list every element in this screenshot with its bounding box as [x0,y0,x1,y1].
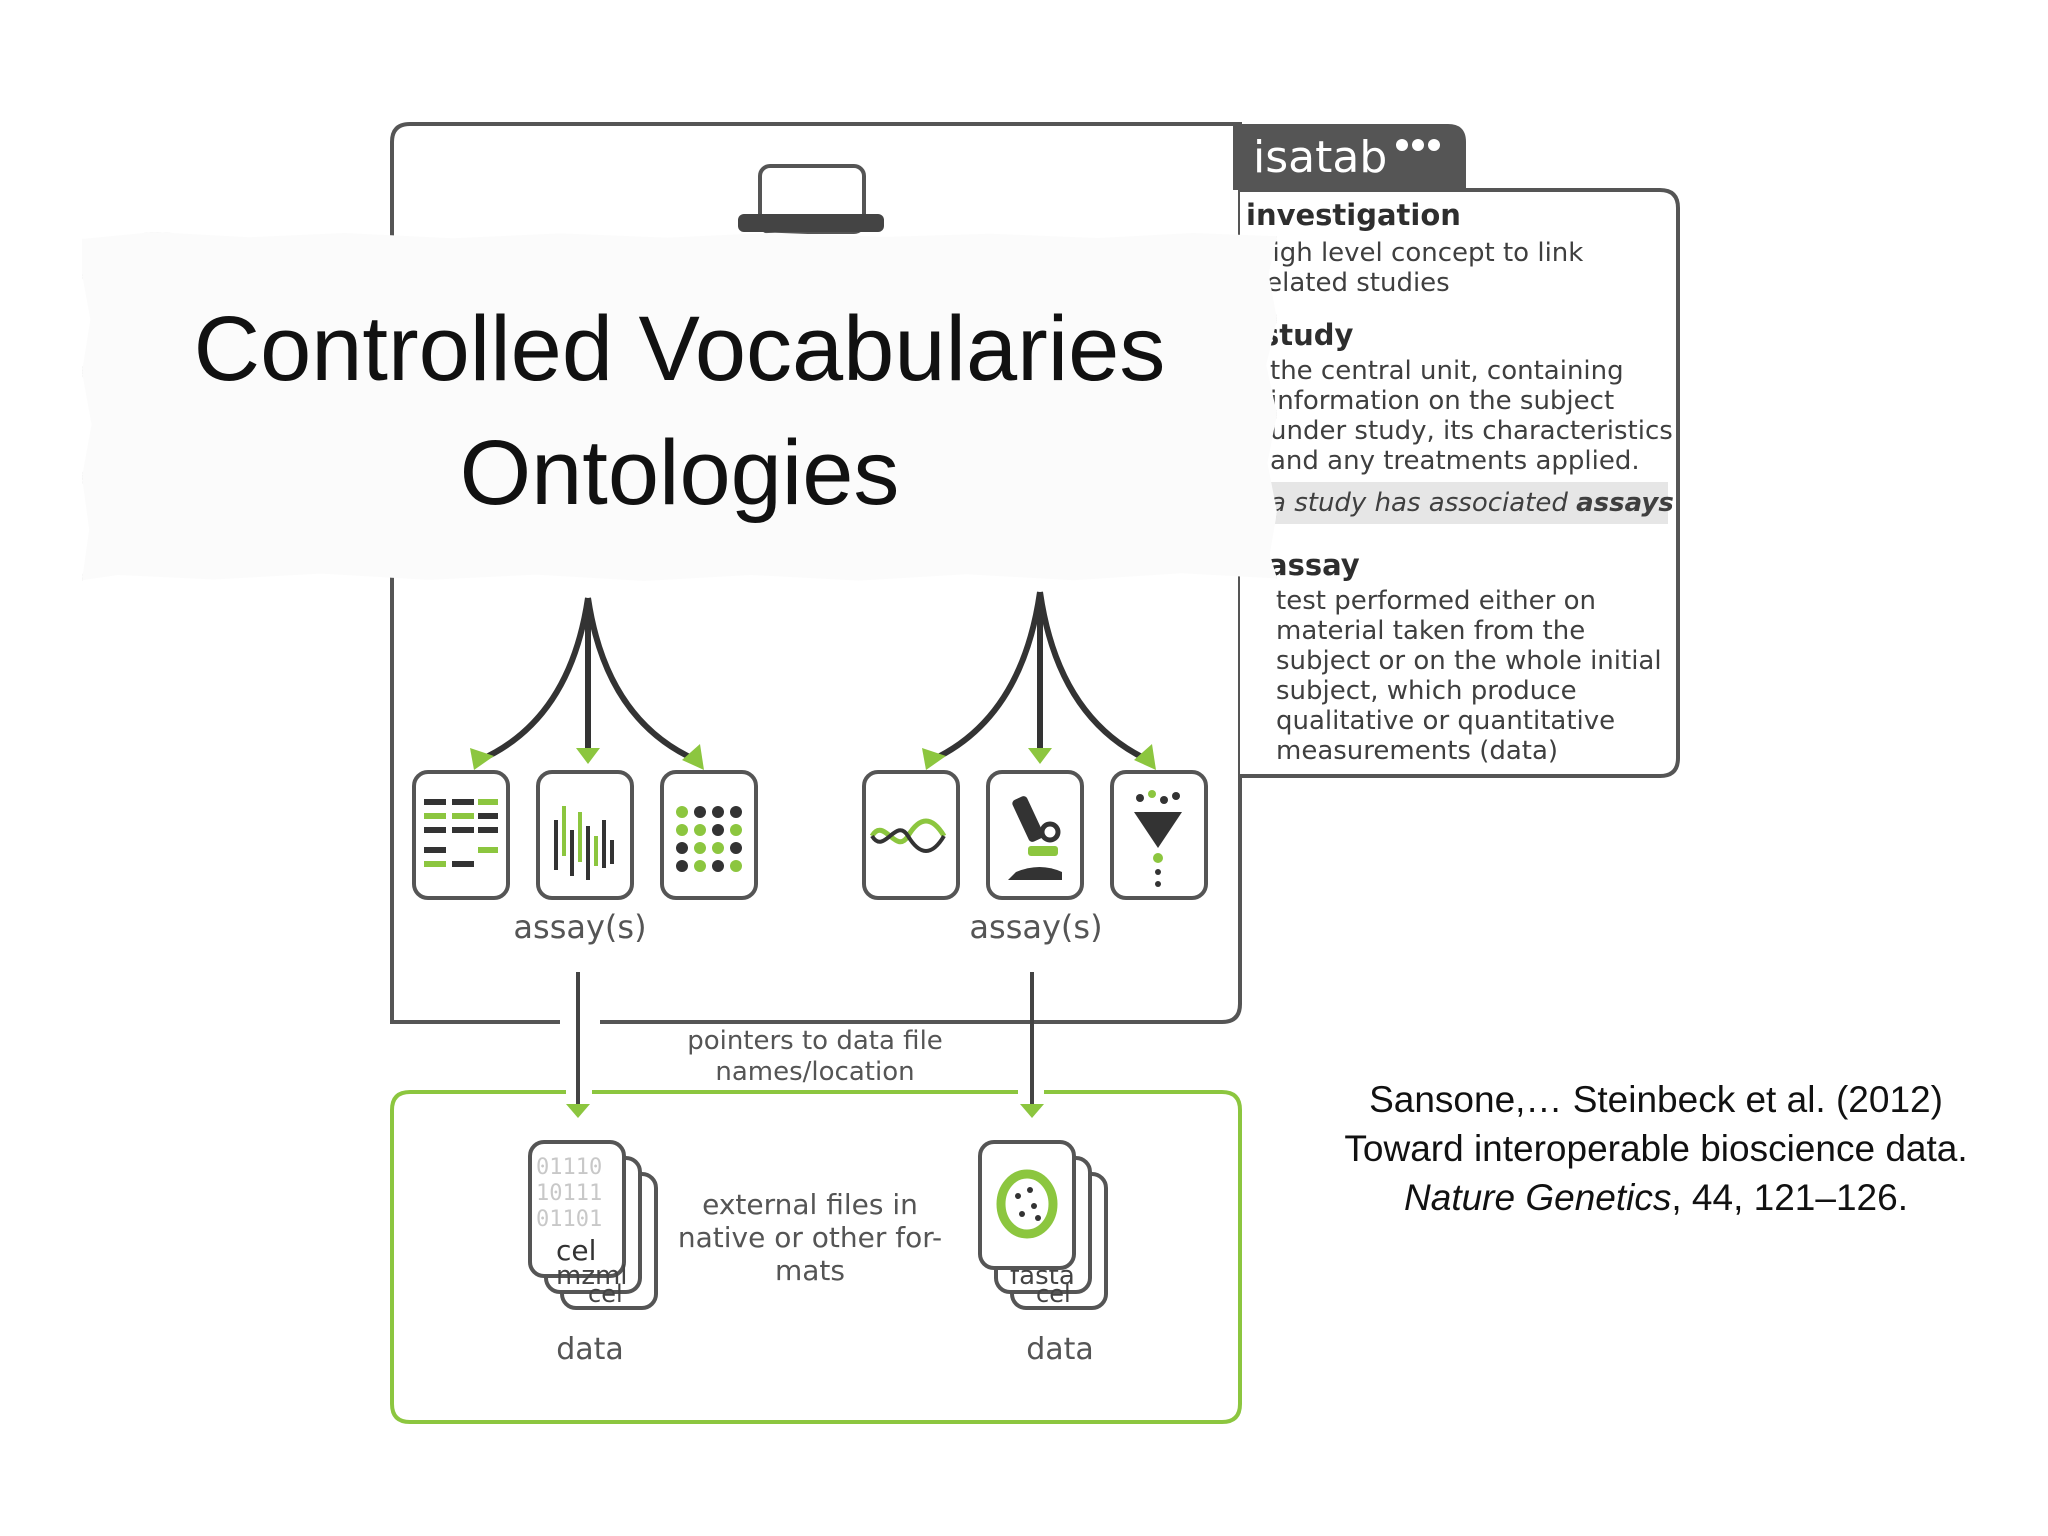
assay-line-5: qualitative or quantitative [1276,706,1662,736]
assay-arrows-right [932,592,1148,760]
citation-journal: Nature Genetics [1404,1177,1671,1218]
assay-arrows-left [480,598,696,760]
study-line-1: the central unit, containing [1270,356,1673,386]
assay-label-left: assay(s) [480,908,680,946]
study-assays-note: a study has associated assays [1270,488,1674,518]
data-label-right: data [1000,1332,1120,1367]
file-name-front: cel [556,1234,596,1267]
external-files-label: external files in native or other for- m… [660,1188,960,1287]
citation-title: Toward interoperable bioscience data. [1340,1124,1972,1173]
file-stack-left: cel mzml 01110 10111 01101 cel [530,1142,656,1308]
assay-icon-table [414,772,508,898]
isatab-logo: isatab [1253,132,1387,183]
investigation-line-1: high level concept to link [1256,238,1583,268]
assay-icon-microarray [662,772,756,898]
citation-volume-pages: , 44, 121–126. [1671,1177,1908,1218]
assay-icon-spectrum [538,772,632,898]
assay-line-1: test performed either on [1276,586,1662,616]
data-arrowheads [566,1104,1044,1118]
study-note-prefix: a study has associated [1270,488,1576,518]
computer-base [738,214,884,232]
study-line-3: under study, its characteristics [1270,416,1673,446]
external-line-1: external files in [660,1188,960,1221]
study-description: the central unit, containing information… [1270,356,1673,476]
external-line-2: native or other for- [660,1221,960,1254]
pointers-line-1: pointers to data file [640,1026,990,1057]
isatab-logo-dots [1396,139,1440,151]
slide-title-line-1: Controlled Vocabularies [82,290,1277,408]
cell-icon [1001,1174,1053,1234]
pointers-label: pointers to data file names/location [640,1026,990,1088]
citation-source: Nature Genetics, 44, 121–126. [1340,1173,1972,1222]
assay-line-4: subject, which produce [1276,676,1662,706]
assay-icon-sequence [864,772,958,898]
file-stack-right: cel fasta [980,1142,1106,1308]
binary-line-3: 01101 [536,1207,602,1232]
pointers-line-2: names/location [640,1057,990,1088]
assay-icon-microscope [988,772,1082,898]
citation-authors: Sansone,… Steinbeck et al. (2012) [1340,1075,1972,1124]
study-note-assays: assays [1576,488,1674,518]
investigation-description: high level concept to link related studi… [1256,238,1583,298]
assay-icon-funnel [1112,772,1206,898]
assay-description: test performed either on material taken … [1276,586,1662,766]
slide-title-line-2: Ontologies [82,414,1277,532]
assay-line-2: material taken from the [1276,616,1662,646]
investigation-line-2: related studies [1256,268,1583,298]
binary-line-1: 01110 [536,1155,602,1180]
study-line-2: information on the subject [1270,386,1673,416]
assay-label-right: assay(s) [936,908,1136,946]
external-line-3: mats [660,1254,960,1287]
assay-line-3: subject or on the whole initial [1276,646,1662,676]
data-label-left: data [530,1332,650,1367]
binary-line-2: 10111 [536,1181,602,1206]
study-line-4: and any treatments applied. [1270,446,1673,476]
investigation-heading: investigation [1246,198,1461,232]
assay-line-6: measurements (data) [1276,736,1662,766]
citation: Sansone,… Steinbeck et al. (2012) Toward… [1340,1075,1972,1222]
assay-heading: assay [1268,548,1360,582]
